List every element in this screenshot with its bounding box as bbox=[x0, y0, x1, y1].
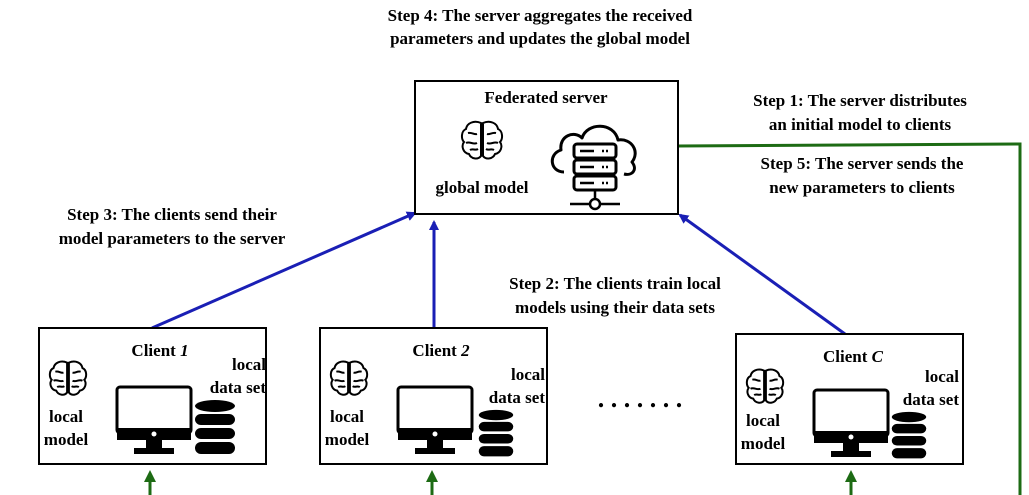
upload-arrow-client-1 bbox=[151, 211, 417, 330]
local-data-line-1: local bbox=[511, 365, 545, 384]
step-4-caption: Step 4: The server aggregates the receiv… bbox=[300, 4, 780, 50]
brain-icon bbox=[48, 360, 88, 396]
step-1-line-2: an initial model to clients bbox=[768, 115, 952, 134]
database-icon bbox=[478, 409, 514, 457]
local-model-line-1: local bbox=[49, 407, 83, 426]
step-2-caption: Step 2: The clients train local models u… bbox=[460, 272, 770, 320]
monitor-icon bbox=[396, 385, 474, 454]
local-model-label: local model bbox=[321, 405, 373, 451]
upload-arrow-client-c bbox=[678, 213, 846, 336]
client-id: 1 bbox=[180, 341, 189, 360]
local-data-line-2: data set bbox=[902, 390, 959, 409]
local-data-set-label: local data set bbox=[885, 365, 959, 411]
local-model-line-1: local bbox=[330, 407, 364, 426]
step-3-caption: Step 3: The clients send their model par… bbox=[12, 203, 332, 251]
monitor-icon bbox=[812, 388, 890, 457]
local-model-label: local model bbox=[40, 405, 92, 451]
step-3-line-2: model parameters to the server bbox=[58, 229, 286, 248]
local-data-set-label: local data set bbox=[208, 353, 266, 399]
server-model-label: global model bbox=[435, 178, 529, 197]
brain-icon bbox=[329, 360, 369, 396]
local-data-set-label: local data set bbox=[471, 363, 545, 409]
federated-server-box: Federated server global model bbox=[414, 80, 679, 215]
client-box-1: Client 1 local model local data set bbox=[38, 327, 267, 465]
client-title: Client 2 bbox=[381, 339, 501, 362]
client-box-c: Client C local model local data set bbox=[735, 333, 964, 465]
client-title-prefix: Client bbox=[412, 341, 462, 360]
step-5-line-2: new parameters to clients bbox=[769, 178, 955, 197]
local-model-line-2: model bbox=[740, 434, 786, 453]
step-4-line-1: Step 4: The server aggregates the receiv… bbox=[387, 6, 693, 25]
database-icon bbox=[195, 400, 235, 454]
client-title: Client 1 bbox=[100, 339, 220, 362]
step-3-line-1: Step 3: The clients send their bbox=[67, 205, 277, 224]
local-model-line-2: model bbox=[324, 430, 370, 449]
step-4-line-2: parameters and updates the global model bbox=[390, 29, 690, 48]
local-data-line-2: data set bbox=[209, 378, 266, 397]
client-box-2: Client 2 local model local data set bbox=[319, 327, 548, 465]
database-icon bbox=[891, 411, 927, 459]
client-title: Client C bbox=[793, 345, 913, 368]
monitor-icon bbox=[115, 385, 193, 454]
step-5-caption: Step 5: The server sends the new paramet… bbox=[712, 152, 1012, 200]
step-1-caption: Step 1: The server distributes an initia… bbox=[700, 89, 1020, 137]
local-data-line-1: local bbox=[925, 367, 959, 386]
brain-icon bbox=[460, 120, 504, 160]
client-id: 2 bbox=[461, 341, 470, 360]
local-model-line-2: model bbox=[43, 430, 89, 449]
step-2-line-1: Step 2: The clients train local bbox=[509, 274, 721, 293]
local-data-line-1: local bbox=[232, 355, 266, 374]
server-title: Federated server bbox=[484, 88, 608, 107]
local-data-line-2: data set bbox=[488, 388, 545, 407]
brain-icon bbox=[745, 368, 785, 404]
client-title-prefix: Client bbox=[131, 341, 181, 360]
client-id: C bbox=[871, 347, 883, 366]
step-1-line-1: Step 1: The server distributes bbox=[753, 91, 967, 110]
local-model-line-1: local bbox=[746, 411, 780, 430]
distribution-line bbox=[676, 142, 1022, 495]
step-5-line-1: Step 5: The server sends the bbox=[760, 154, 964, 173]
more-clients-ellipsis: . . . . . . . bbox=[597, 384, 683, 413]
client-title-prefix: Client bbox=[823, 347, 872, 366]
local-model-label: local model bbox=[737, 409, 789, 455]
step-2-line-2: models using their data sets bbox=[515, 298, 715, 317]
cloud-server-icon bbox=[550, 124, 637, 211]
